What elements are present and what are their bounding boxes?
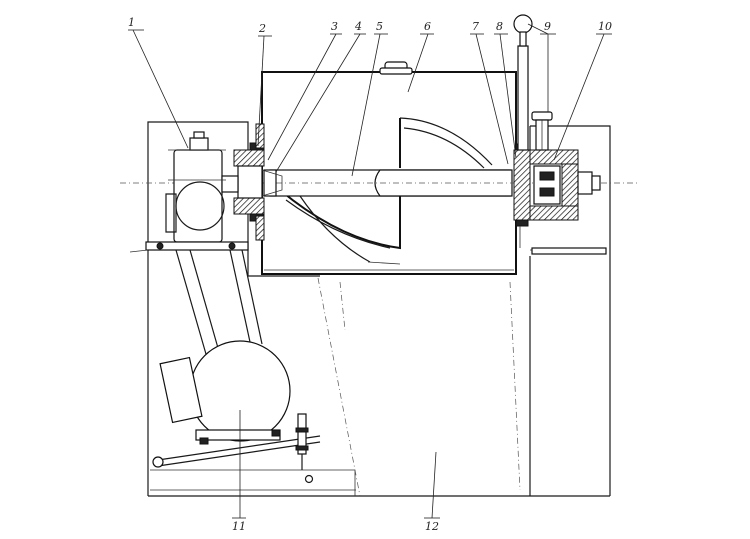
label-12: 12 bbox=[425, 520, 439, 533]
label-7: 7 bbox=[472, 20, 479, 33]
left-bearing bbox=[233, 123, 283, 241]
label-3: 3 bbox=[331, 20, 338, 33]
mixing-drum bbox=[120, 61, 640, 275]
label-10: 10 bbox=[598, 20, 612, 33]
motor-belt bbox=[152, 249, 321, 470]
label-9: 9 bbox=[544, 20, 551, 33]
gear-reducer bbox=[129, 131, 249, 253]
leader-lines bbox=[128, 23, 612, 519]
tilt-lever bbox=[513, 14, 553, 151]
label-2: 2 bbox=[258, 22, 266, 35]
label-5: 5 bbox=[376, 20, 383, 33]
label-6: 6 bbox=[424, 20, 431, 33]
label-1: 1 bbox=[128, 16, 135, 29]
label-11: 11 bbox=[232, 520, 246, 533]
label-8: 8 bbox=[496, 20, 503, 33]
right-bearing bbox=[513, 143, 601, 248]
part-labels: 1 2 3 4 5 6 7 8 9 10 11 12 bbox=[128, 16, 612, 533]
label-4: 4 bbox=[354, 20, 362, 33]
machine-frame bbox=[147, 121, 611, 497]
